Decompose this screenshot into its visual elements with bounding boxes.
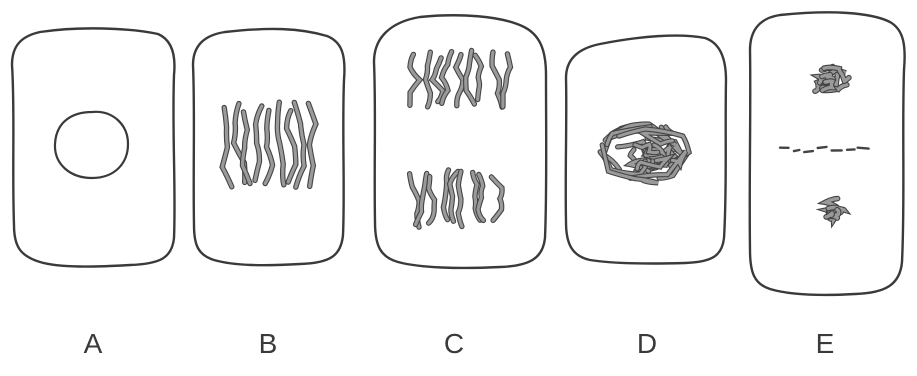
plate-fragment bbox=[858, 148, 869, 149]
cell-d bbox=[566, 36, 726, 264]
cell-a-outline bbox=[12, 28, 175, 266]
plate-fragment bbox=[804, 151, 813, 152]
label-a: A bbox=[73, 330, 113, 358]
chromosomes-upper-pole bbox=[410, 51, 511, 108]
chromosomes-lower-pole bbox=[410, 170, 502, 227]
cell-e-outline bbox=[750, 12, 905, 295]
plate-fragment bbox=[818, 147, 827, 148]
plate-fragment bbox=[794, 150, 799, 151]
chromosomes-equatorial bbox=[222, 102, 316, 187]
chromatin-mass bbox=[600, 124, 689, 183]
label-c: C bbox=[434, 330, 474, 358]
chromosome bbox=[410, 54, 420, 105]
label-d: D bbox=[627, 330, 667, 358]
daughter-nucleus-upper bbox=[815, 67, 849, 92]
cell-b bbox=[193, 29, 344, 265]
label-b: B bbox=[248, 330, 288, 358]
cell-plate bbox=[780, 147, 869, 152]
cell-e bbox=[750, 12, 905, 295]
label-e: E bbox=[805, 330, 845, 358]
cell-a bbox=[12, 28, 175, 266]
nucleus bbox=[55, 112, 128, 178]
cell-c bbox=[374, 15, 546, 268]
daughter-nucleus-lower bbox=[826, 199, 844, 221]
